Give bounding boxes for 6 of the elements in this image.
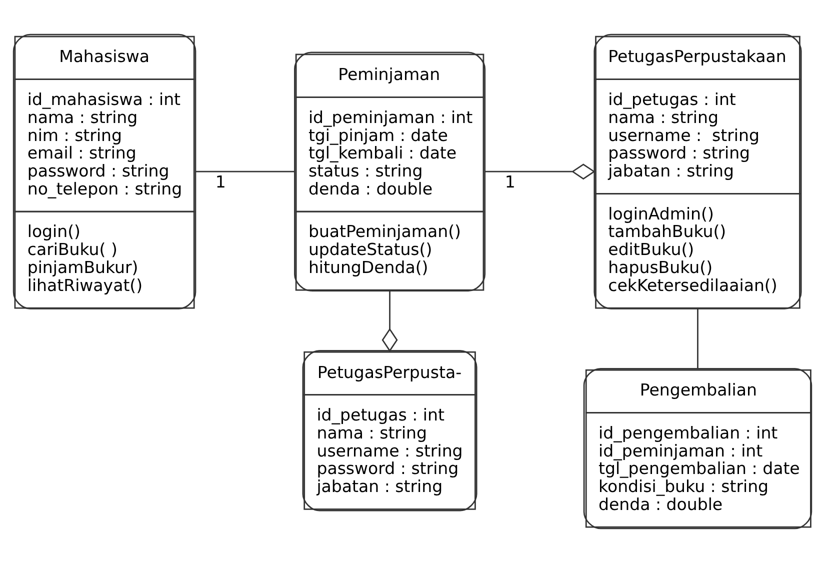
connector <box>697 308 698 369</box>
edge-label: 1 <box>215 172 226 192</box>
connector <box>382 290 398 352</box>
connector <box>196 170 294 172</box>
connector <box>485 164 596 180</box>
edge-label: 1 <box>504 172 516 192</box>
